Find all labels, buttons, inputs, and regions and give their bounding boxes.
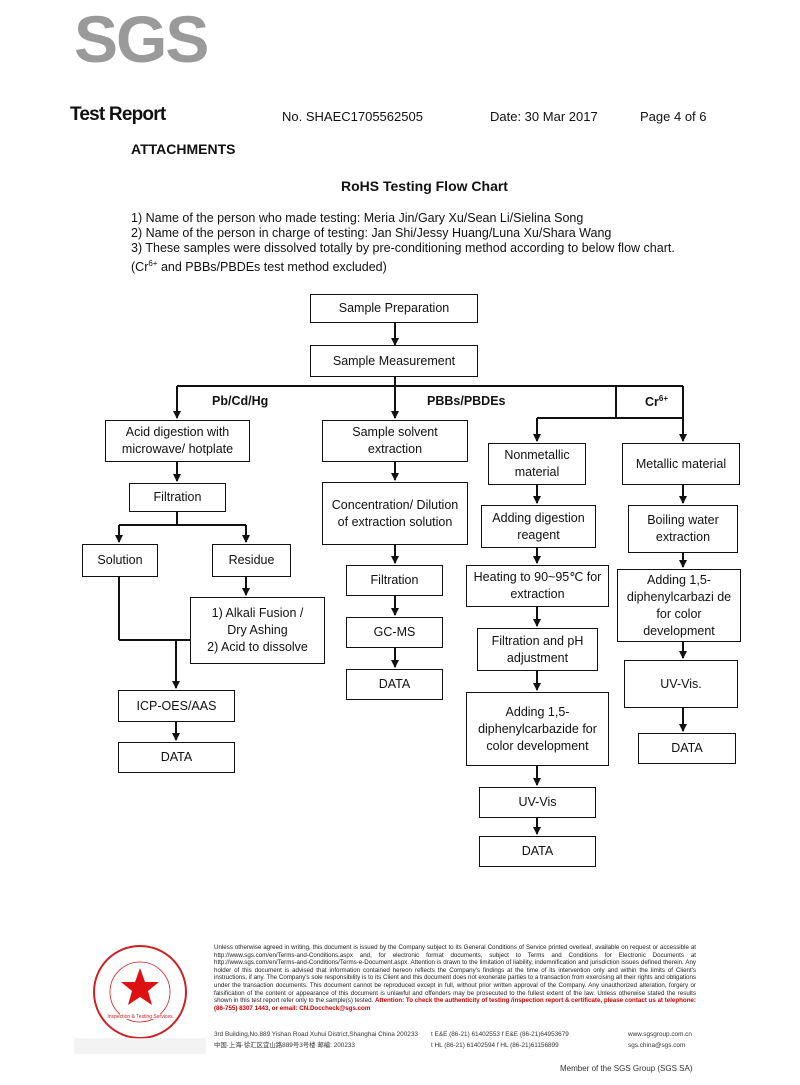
nonmetallic-material-box: Nonmetallic material bbox=[488, 443, 586, 485]
report-date: Date: 30 Mar 2017 bbox=[490, 109, 598, 124]
notes: 1) Name of the person who made testing: … bbox=[131, 211, 675, 275]
adding-diphenylcarbazide-box-2: Adding 1,5-diphenylcarbazi de for color … bbox=[617, 569, 741, 642]
data-box-1: DATA bbox=[118, 742, 235, 773]
solution-box: Solution bbox=[82, 544, 158, 577]
report-number: No. SHAEC1705562505 bbox=[282, 109, 423, 124]
footer-email: sgs.china@sgs.com bbox=[628, 1042, 686, 1049]
concentration-dilution-box: Concentration/ Dilution of extraction so… bbox=[322, 482, 468, 545]
boiling-water-extraction-box: Boiling water extraction bbox=[628, 505, 738, 553]
heating-extraction-box: Heating to 90~95℃ for extraction bbox=[466, 565, 609, 607]
logo-text: SGS bbox=[74, 2, 207, 76]
report-title: Test Report bbox=[70, 104, 166, 125]
acid-digestion-box: Acid digestion with microwave/ hotplate bbox=[105, 420, 250, 462]
sgs-stamp: Inspection & Testing Services bbox=[74, 942, 206, 1054]
note-line-2: 2) Name of the person in charge of testi… bbox=[131, 226, 612, 240]
footer-tel-2: t HL (86-21) 61402594 f HL (86-21)611568… bbox=[431, 1042, 559, 1049]
member-of-sgs: Member of the SGS Group (SGS SA) bbox=[560, 1064, 693, 1073]
filtration-box-1: Filtration bbox=[129, 483, 226, 512]
filtration-box-2: Filtration bbox=[346, 565, 443, 596]
filtration-ph-adjustment-box: Filtration and pH adjustment bbox=[477, 628, 598, 671]
data-box-3: DATA bbox=[479, 836, 596, 867]
footer-web: www.sgsgroup.com.cn bbox=[628, 1031, 692, 1038]
residue-box: Residue bbox=[212, 544, 291, 577]
sample-measurement-box: Sample Measurement bbox=[310, 345, 478, 377]
data-box-4: DATA bbox=[638, 733, 736, 764]
adding-digestion-reagent-box: Adding digestion reagent bbox=[481, 505, 596, 548]
gc-ms-box: GC-MS bbox=[346, 617, 443, 648]
data-box-2: DATA bbox=[346, 669, 443, 700]
sample-preparation-box: Sample Preparation bbox=[310, 294, 478, 323]
icp-oes-aas-box: ICP-OES/AAS bbox=[118, 690, 235, 722]
footer-contacts: 3rd Building,No.889 Yishan Road Xuhui Di… bbox=[214, 1029, 714, 1051]
metallic-material-box: Metallic material bbox=[622, 443, 740, 485]
note-line-4: (Cr6+ and PBBs/PBDEs test method exclude… bbox=[131, 259, 387, 275]
group-label-cr6: Cr6+ bbox=[645, 394, 669, 410]
section-title: ATTACHMENTS bbox=[131, 141, 236, 157]
group-label-pbbs-pbdes: PBBs/PBDEs bbox=[427, 394, 506, 408]
footer-address-en: 3rd Building,No.889 Yishan Road Xuhui Di… bbox=[214, 1031, 418, 1038]
footer-tel-1: t E&E (86-21) 61402553 f E&E (86-21)6495… bbox=[431, 1031, 569, 1038]
uv-vis-box-1: UV-Vis bbox=[479, 787, 596, 818]
sample-solvent-extraction-box: Sample solvent extraction bbox=[322, 420, 468, 462]
uv-vis-box-2: UV-Vis. bbox=[624, 660, 738, 708]
stamp-text: Inspection & Testing Services bbox=[107, 1014, 173, 1020]
note-line-1: 1) Name of the person who made testing: … bbox=[131, 211, 584, 225]
footer-attention: Attention: To check the authenticity of … bbox=[214, 997, 696, 1012]
sgs-logo: SGS bbox=[68, 0, 238, 78]
group-label-pb-cd-hg: Pb/Cd/Hg bbox=[212, 394, 269, 408]
footer-disclaimer: Unless otherwise agreed in writing, this… bbox=[214, 944, 696, 1012]
footer-address-cn: 中国·上海·徐汇区宜山路889号3号楼 邮编: 200233 bbox=[214, 1042, 355, 1049]
note-line-3: 3) These samples were dissolved totally … bbox=[131, 241, 675, 255]
adding-diphenylcarbazide-box-1: Adding 1,5-diphenylcarbazide for color d… bbox=[466, 692, 609, 766]
chart-title: RoHS Testing Flow Chart bbox=[341, 178, 508, 194]
page-number: Page 4 of 6 bbox=[640, 109, 707, 124]
